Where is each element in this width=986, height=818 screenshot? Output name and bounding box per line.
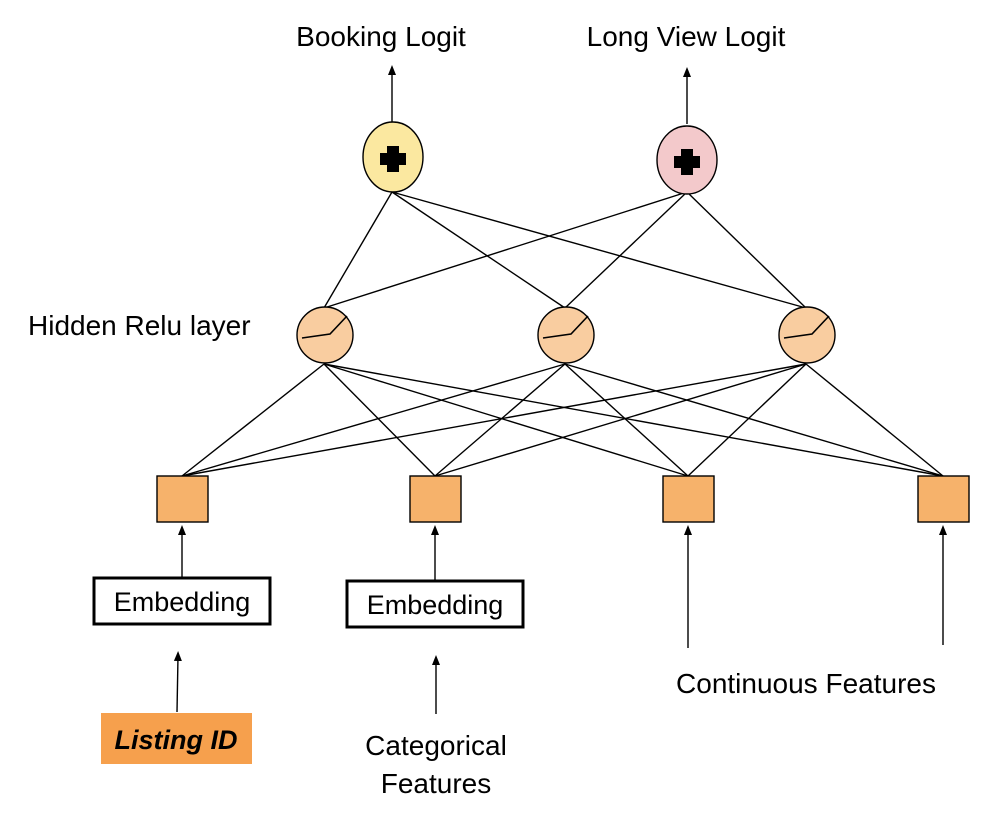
connection-line bbox=[323, 363, 436, 477]
relu-icon bbox=[301, 315, 348, 339]
listing-id-label: Listing ID bbox=[115, 725, 238, 755]
hidden-relu-node bbox=[778, 306, 836, 364]
connection-line bbox=[434, 363, 807, 477]
long-view-sum-node bbox=[656, 125, 718, 195]
feature-node bbox=[409, 475, 462, 523]
categorical-features-label-line2: Features bbox=[381, 768, 492, 799]
connection-line bbox=[434, 363, 566, 477]
connection-line bbox=[564, 363, 944, 477]
connection-line bbox=[323, 191, 393, 309]
embedding-box: Embedding bbox=[345, 579, 525, 629]
embedding-label: Embedding bbox=[114, 587, 251, 617]
connection-line bbox=[564, 191, 688, 309]
continuous-features-label: Continuous Features bbox=[676, 668, 936, 699]
hidden-relu-node bbox=[296, 306, 354, 364]
listing-id-input: Listing ID bbox=[101, 713, 252, 764]
hidden-layer-label: Hidden Relu layer bbox=[28, 310, 251, 341]
connection-line bbox=[181, 363, 807, 477]
connection-line bbox=[181, 363, 566, 477]
listing-to-embedding-arrow bbox=[173, 651, 182, 713]
connection-line bbox=[391, 191, 566, 309]
long-view-logit-label: Long View Logit bbox=[587, 21, 786, 52]
connection-line bbox=[323, 363, 689, 477]
plus-icon bbox=[674, 149, 700, 175]
hidden-to-output-connections bbox=[323, 191, 807, 309]
relu-icon bbox=[783, 315, 830, 339]
feature-node bbox=[662, 475, 715, 523]
booking-sum-node bbox=[362, 121, 424, 193]
connection-line bbox=[687, 363, 807, 477]
feature-node bbox=[156, 475, 209, 523]
hidden-relu-node bbox=[537, 306, 595, 364]
connection-line bbox=[323, 191, 688, 309]
connection-line bbox=[181, 363, 325, 477]
connection-line bbox=[564, 363, 689, 477]
connection-line bbox=[391, 191, 807, 309]
feature-node bbox=[917, 475, 970, 523]
embedding-label: Embedding bbox=[367, 590, 504, 620]
connection-line bbox=[805, 363, 944, 477]
feature-to-hidden-connections bbox=[181, 363, 944, 477]
plus-icon bbox=[380, 146, 406, 172]
connection-line bbox=[323, 363, 944, 477]
connection-line bbox=[686, 191, 807, 309]
booking-logit-label: Booking Logit bbox=[296, 21, 466, 52]
embedding-box: Embedding bbox=[92, 576, 272, 626]
categorical-features-label-line1: Categorical bbox=[365, 730, 507, 761]
relu-icon bbox=[542, 315, 589, 339]
